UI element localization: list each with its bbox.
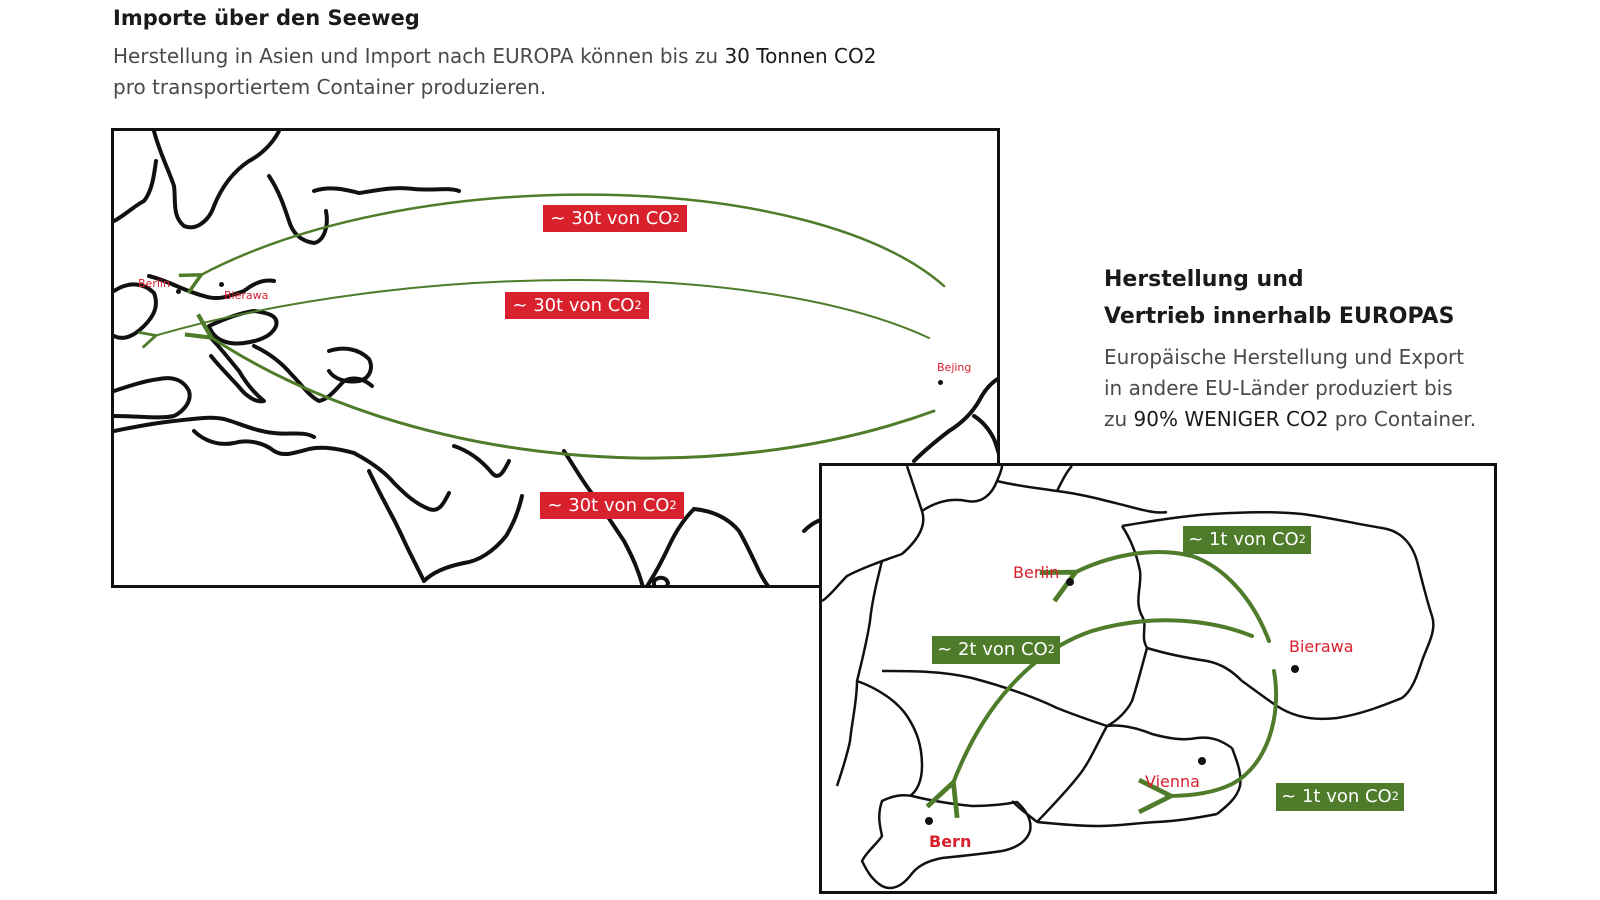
land-route-bierawa-bern — [952, 618, 1254, 786]
land-route-bierawa-vienna — [1167, 669, 1279, 796]
city-label-bierawa-europe: Bierawa — [1289, 637, 1354, 656]
border-germany-austria — [881, 669, 1108, 728]
border-germany-west-b — [855, 560, 884, 682]
city-label-berlin-europe: Berlin — [1013, 563, 1060, 582]
city-label-bern: Bern — [929, 832, 972, 851]
city-dot-bierawa-europe — [1291, 665, 1299, 673]
border-germany-poland — [1120, 525, 1149, 649]
sea-line1-highlight: 30 Tonnen CO2 — [724, 44, 877, 68]
border-poland-north — [1121, 510, 1419, 562]
mediterranean-south-coast — [114, 415, 316, 439]
land-route-label-vienna-text: ~ 1t von CO — [1281, 786, 1392, 807]
china-coast — [912, 377, 997, 463]
border-austria-east — [1216, 747, 1242, 815]
city-label-bierawa: Bierawa — [224, 289, 269, 302]
baltic-coast — [312, 186, 461, 195]
sea-route-arc-middle — [154, 279, 930, 338]
india-coast — [562, 449, 645, 585]
border-swiss — [860, 793, 1032, 890]
sea-route-label-middle-sub: 2 — [634, 298, 642, 312]
city-dot-berlin-europe — [1066, 578, 1074, 586]
sea-route-arc-bottom — [209, 336, 936, 460]
europe-description-line1: Europäische Herstellung und Export — [1104, 345, 1465, 369]
iberia-coast — [114, 376, 192, 420]
india-east-coast — [645, 507, 696, 585]
land-route-label-berlin-sub: 2 — [1298, 533, 1306, 547]
bay-of-bengal-coast — [692, 507, 770, 585]
italy-coast — [207, 334, 266, 404]
sea-route-label-top-sub: 2 — [672, 211, 680, 225]
europe-north-coast — [147, 274, 276, 301]
scandinavia-west-coast — [114, 159, 158, 223]
border-germany-west — [822, 552, 903, 603]
sea-description-line2: pro transportiertem Container produziere… — [113, 75, 547, 99]
europe-description-line3: zu 90% WENIGER CO2 pro Container. — [1104, 407, 1476, 431]
sea-route-label-bottom-text: ~ 30t von CO — [547, 494, 670, 516]
europe-line3-pre: zu — [1104, 407, 1134, 431]
land-route-bierawa-berlin — [1072, 550, 1271, 643]
sea-route-label-bottom-sub: 2 — [669, 498, 677, 512]
border-germany-south — [835, 680, 859, 787]
north-africa-coast — [192, 429, 356, 457]
border-czech-south — [1106, 647, 1149, 728]
border-poland-south — [1241, 679, 1403, 721]
korea-coast — [972, 414, 997, 455]
city-label-vienna: Vienna — [1145, 772, 1200, 791]
sea-route-label-middle-text: ~ 30t von CO — [512, 294, 635, 316]
red-sea — [367, 469, 426, 583]
europe-borders-drawing — [822, 466, 1435, 890]
border-north-a — [901, 466, 925, 555]
europe-description-line2: in andere EU-Länder produziert bis — [1104, 376, 1453, 400]
city-dot-bierawa — [219, 282, 224, 287]
middle-east-coast — [352, 451, 451, 512]
border-austria-west — [1036, 725, 1109, 823]
arabian-peninsula — [422, 494, 524, 583]
city-dot-berlin — [176, 289, 181, 294]
europe-heading-line2: Vertrieb innerhalb EUROPAS — [1104, 304, 1455, 329]
land-route-label-berlin-text: ~ 1t von CO — [1188, 529, 1299, 550]
sea-route-label-top-text: ~ 30t von CO — [550, 207, 673, 229]
sea-description-line1: Herstellung in Asien und Import nach EUR… — [113, 44, 876, 68]
border-north-b — [921, 466, 1004, 513]
border-austria-south — [1036, 812, 1218, 828]
europe-line3-highlight: 90% WENIGER CO2 — [1133, 407, 1329, 431]
city-dot-bern — [925, 817, 933, 825]
europe-heading-line1: Herstellung und — [1104, 267, 1304, 292]
black-sea-coast — [327, 346, 373, 384]
europe-line3-post: pro Container. — [1328, 407, 1477, 431]
poland-region — [207, 309, 279, 346]
sea-heading: Importe über den Seeweg — [113, 6, 420, 30]
persian-gulf — [452, 444, 511, 478]
finland-coast — [267, 174, 329, 245]
scandinavia-coast — [152, 131, 281, 230]
border-north-c — [996, 479, 1168, 514]
sea-line1-text: Herstellung in Asien und Import nach EUR… — [113, 44, 725, 68]
city-dot-vienna — [1198, 757, 1206, 765]
border-austria-north — [1106, 724, 1233, 750]
city-label-berlin: Berlin — [138, 277, 170, 290]
border-poland-east — [1401, 560, 1435, 700]
balkans-coast — [252, 344, 374, 403]
sea-route-arc-top — [199, 193, 946, 286]
city-label-beijing: Bejing — [937, 361, 972, 374]
border-germany-east — [1146, 646, 1243, 682]
land-route-label-vienna-sub: 2 — [1391, 790, 1399, 804]
border-north-d — [1055, 466, 1073, 492]
uk-coast — [114, 282, 158, 340]
land-route-label-bern-text: ~ 2t von CO — [937, 639, 1048, 660]
sri-lanka — [652, 575, 670, 585]
border-germany-swiss — [856, 679, 924, 798]
land-route-label-bern-sub: 2 — [1047, 643, 1055, 657]
city-dot-beijing — [938, 380, 943, 385]
